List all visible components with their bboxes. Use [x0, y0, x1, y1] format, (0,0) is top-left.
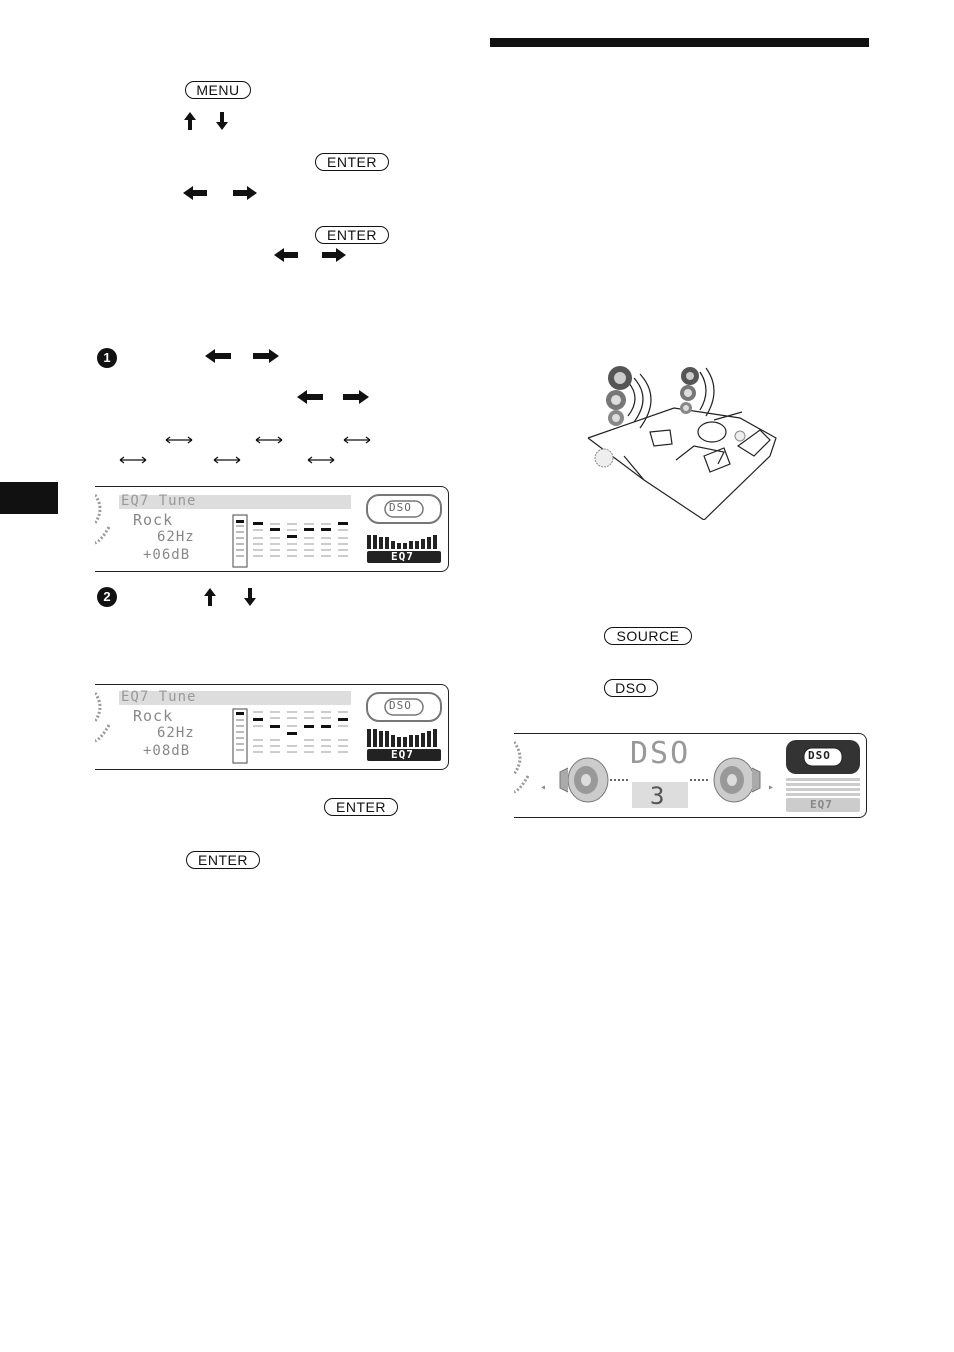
step-number-2: 2 [97, 587, 117, 607]
eq-indicator: EQ7 [810, 798, 833, 811]
lcd-level: +08dB [143, 743, 191, 759]
dso-title: DSO [630, 736, 691, 771]
step-number-1: 1 [97, 348, 117, 368]
enter-button: ENTER [315, 226, 389, 244]
car-speaker-illustration [587, 366, 777, 520]
double-arrow-sequence-icon [119, 436, 371, 464]
lcd-preset: Rock [133, 511, 174, 529]
left-right-arrows-icon [205, 349, 279, 363]
menu-button: MENU [185, 81, 251, 99]
lcd-level: +06dB [143, 547, 191, 563]
dso-button: DSO [604, 679, 658, 697]
lcd-title: EQ7 Tune [121, 689, 197, 705]
eq-display-2: EQ7 Tune Rock 62Hz +08dB DSO EQ7 [95, 684, 449, 770]
dso-badge: DSO [389, 501, 412, 514]
heading-rule [490, 38, 869, 47]
source-button: SOURCE [604, 627, 692, 645]
dso-badge: DSO [808, 749, 831, 762]
dso-display: ◂ ▸ DSO 3 DSO EQ7 [514, 733, 867, 818]
left-right-arrows-icon [274, 248, 346, 262]
eq-display-1: EQ7 Tune Rock 62Hz +06dB DSO EQ7 [95, 486, 449, 572]
eq-indicator: EQ7 [391, 748, 414, 761]
section-tab [0, 482, 58, 514]
left-right-arrows-icon [183, 186, 257, 200]
dso-level: 3 [650, 782, 666, 810]
lcd-frequency: 62Hz [157, 725, 195, 741]
dso-badge: DSO [389, 699, 412, 712]
svg-text:▸: ▸ [768, 782, 774, 793]
eq-indicator: EQ7 [391, 550, 414, 563]
lcd-preset: Rock [133, 707, 174, 725]
left-right-arrows-icon [297, 390, 369, 404]
enter-button: ENTER [315, 153, 389, 171]
lcd-frequency: 62Hz [157, 529, 195, 545]
enter-button: ENTER [324, 798, 398, 816]
enter-button: ENTER [186, 851, 260, 869]
up-down-arrows-icon [204, 588, 256, 606]
svg-text:◂: ◂ [540, 782, 546, 793]
lcd-title: EQ7 Tune [121, 493, 197, 509]
up-down-arrows-icon [184, 112, 228, 130]
